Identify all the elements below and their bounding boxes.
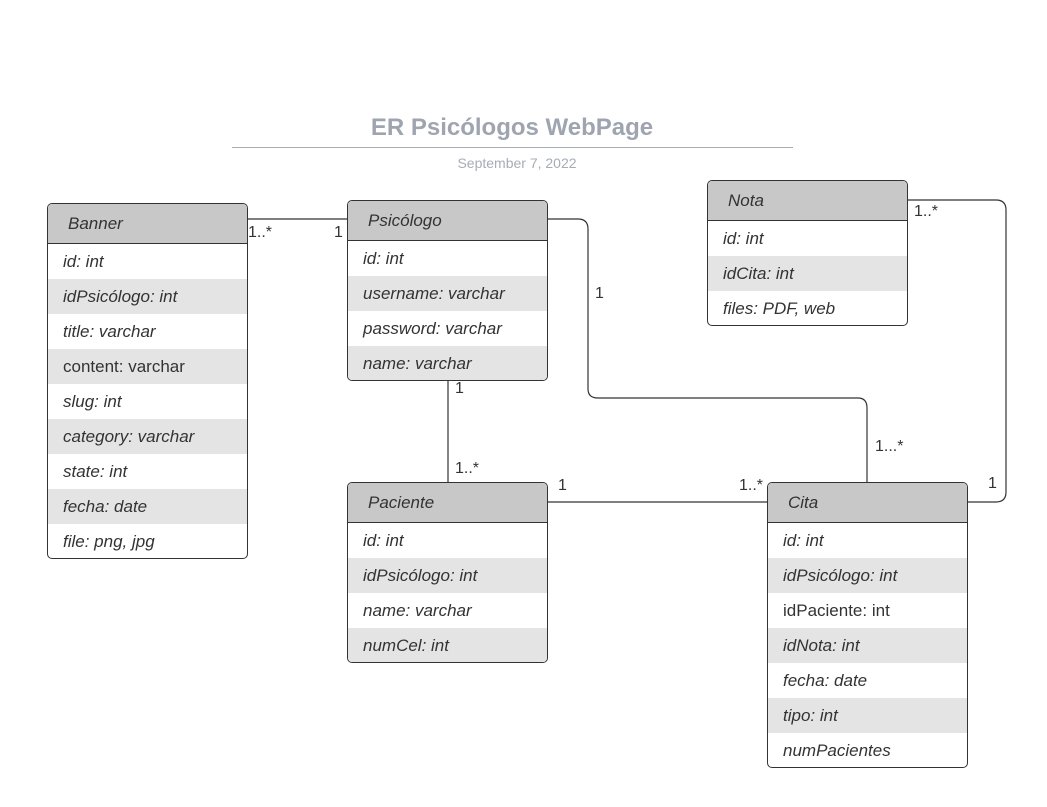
entity-nota[interactable]: Nota id: int idCita: int files: PDF, web bbox=[707, 180, 908, 326]
nota-field-idcita: idCita: int bbox=[708, 256, 907, 291]
nota-field-id: id: int bbox=[723, 229, 764, 248]
banner-field-category: category: varchar bbox=[48, 419, 247, 454]
banner-field-content: content: varchar bbox=[48, 349, 247, 384]
psicologo-field-username: username: varchar bbox=[348, 276, 547, 311]
multiplicity-nota-side: 1..* bbox=[914, 203, 939, 220]
multiplicity-cita-nota-side: 1 bbox=[988, 475, 997, 492]
link-psicologo-cita bbox=[547, 218, 868, 482]
psicologo-field-id: id: int bbox=[363, 249, 404, 268]
entity-cita-header: Cita bbox=[768, 483, 967, 523]
psicologo-field-name: name: varchar bbox=[348, 346, 547, 380]
banner-field-title: title: varchar bbox=[63, 322, 156, 341]
title-divider bbox=[232, 147, 793, 148]
multiplicity-paciente-psicologo-side: 1..* bbox=[455, 460, 480, 477]
paciente-field-id: id: int bbox=[363, 531, 404, 550]
cita-field-idnota: idNota: int bbox=[768, 628, 967, 663]
cita-field-tipo: tipo: int bbox=[768, 698, 967, 733]
nota-field-files: files: PDF, web bbox=[723, 299, 836, 318]
cita-field-idpaciente: idPaciente: int bbox=[783, 601, 890, 620]
psicologo-field-password: password: varchar bbox=[363, 319, 502, 338]
multiplicity-banner-side: 1..* bbox=[248, 224, 273, 241]
banner-field-slug: slug: int bbox=[63, 392, 122, 411]
banner-field-id: id: int bbox=[63, 252, 104, 271]
entity-paciente[interactable]: Paciente id: int idPsicólogo: int name: … bbox=[347, 482, 548, 663]
banner-field-fecha: fecha: date bbox=[48, 489, 247, 524]
banner-field-state: state: int bbox=[63, 462, 128, 481]
entity-paciente-header: Paciente bbox=[348, 483, 547, 523]
cita-field-id: id: int bbox=[783, 531, 824, 550]
entity-psicologo-header: Psicólogo bbox=[348, 201, 547, 241]
multiplicity-psicologo-paciente-side: 1 bbox=[455, 380, 464, 397]
multiplicity-psicologo-banner-side: 1 bbox=[334, 224, 343, 241]
entity-banner[interactable]: Banner id: int idPsicólogo: int title: v… bbox=[47, 203, 248, 559]
paciente-field-numcel: numCel: int bbox=[348, 628, 547, 662]
cita-field-idpsicologo: idPsicólogo: int bbox=[768, 558, 967, 593]
entity-banner-header: Banner bbox=[48, 204, 247, 244]
diagram-title: ER Psicólogos WebPage bbox=[370, 114, 654, 141]
cita-field-fecha: fecha: date bbox=[783, 671, 868, 690]
entity-psicologo[interactable]: Psicólogo id: int username: varchar pass… bbox=[347, 200, 548, 381]
multiplicity-psicologo-cita-side: 1 bbox=[595, 285, 604, 302]
banner-field-idpsicologo: idPsicólogo: int bbox=[48, 279, 247, 314]
multiplicity-paciente-cita-side: 1 bbox=[558, 477, 567, 494]
multiplicity-cita-paciente-side: 1..* bbox=[739, 477, 764, 494]
entity-cita[interactable]: Cita id: int idPsicólogo: int idPaciente… bbox=[767, 482, 968, 768]
banner-field-file: file: png, jpg bbox=[63, 532, 155, 551]
paciente-field-name: name: varchar bbox=[363, 601, 472, 620]
multiplicity-cita-psicologo-side: 1...* bbox=[875, 438, 904, 455]
paciente-field-idpsicologo: idPsicólogo: int bbox=[348, 558, 547, 593]
link-nota-cita bbox=[907, 199, 1007, 503]
cita-field-numpacientes: numPacientes bbox=[783, 741, 891, 760]
diagram-date: September 7, 2022 bbox=[457, 155, 577, 171]
entity-nota-header: Nota bbox=[708, 181, 907, 221]
